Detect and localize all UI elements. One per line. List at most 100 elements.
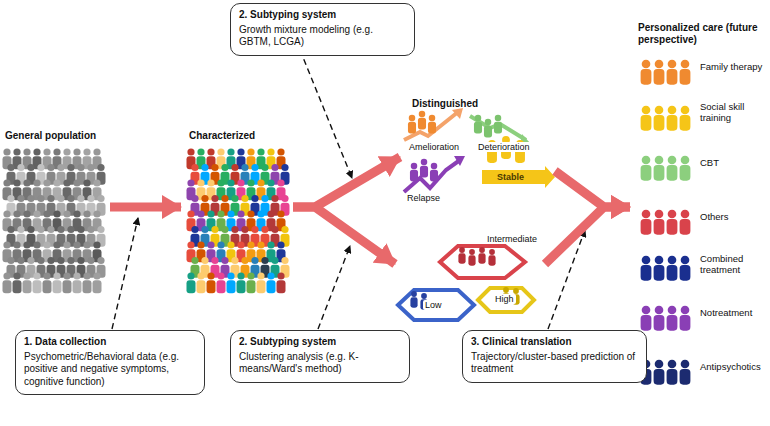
person-head [37,257,44,264]
person-head [187,148,194,155]
heading-text: 3. Clinical translation [471,336,638,349]
person-head [13,241,20,248]
person-head [57,164,64,171]
person-head [53,148,60,155]
person-head [421,159,427,165]
person-head [257,179,264,186]
person-head [281,226,288,233]
person-head [231,195,238,202]
person-head [281,164,288,171]
body-text: Trajectory/cluster-based prediction of t… [471,351,638,376]
person-head [187,241,194,248]
person-body [247,280,256,293]
person-body [654,115,665,131]
person-head [83,148,90,155]
person-head [431,163,437,169]
person-head [271,164,278,171]
person-head [241,164,248,171]
person-head [207,148,214,155]
heading-text: Characterized [189,130,255,142]
person-head [67,164,74,171]
person-body [458,253,465,263]
person-head [23,272,30,279]
person-body [494,122,502,134]
person-body [33,280,42,293]
person-head [681,360,690,369]
person-head [33,241,40,248]
person-head [485,119,491,125]
person-head [3,272,10,279]
person-head [681,106,690,115]
person-head [7,257,14,264]
flow-arrow [293,207,395,264]
person-head [17,195,24,202]
person-head [93,210,100,217]
person-head [231,164,238,171]
person-head [281,195,288,202]
person-head [655,256,664,265]
crowd-figures [3,148,290,293]
person-head [655,156,664,165]
person-body [641,115,652,131]
person-head [489,249,495,255]
dashed-arrow [112,218,138,329]
person-body [680,265,691,281]
body-text: Psychometric/Behavioral data (e.g. posit… [24,351,196,389]
person-head [241,257,248,264]
person-body [420,166,428,178]
body-text: Clustering analysis (e.g. K-means/Ward's… [239,351,401,376]
person-body [654,165,665,181]
person-body [237,280,246,293]
person-head [495,115,501,121]
person-head [277,272,284,279]
person-body [654,219,665,235]
person-head [411,291,417,297]
flow-arrow [293,157,400,207]
person-head [257,241,264,248]
person-head [267,179,274,186]
person-body [667,219,678,235]
person-head [247,272,254,279]
person-head [201,195,208,202]
body-text: Family therapy [700,62,766,73]
relapse-arrow [404,160,460,192]
person-head [261,164,268,171]
person-head [237,272,244,279]
person-head [33,272,40,279]
person-head [251,195,258,202]
person-head [668,256,677,265]
person-head [73,148,80,155]
person-head [191,164,198,171]
body-text: Amelioration [407,142,461,152]
person-head [93,148,100,155]
person-head [668,106,677,115]
person-body [641,219,652,235]
person-head [668,156,677,165]
person-head [479,247,485,253]
person-body [641,265,652,281]
person-head [655,106,664,115]
person-body [217,280,226,293]
heading-text: Personalized care (future perspective) [638,22,766,45]
person-head [655,60,664,69]
dashed-arrows [112,50,585,329]
person-body [680,69,691,85]
person-head [459,247,465,253]
person-head [201,226,208,233]
person-head [271,226,278,233]
person-head [7,226,14,233]
person-head [681,60,690,69]
person-head [247,210,254,217]
trajectory-figures [404,108,555,192]
person-head [87,226,94,233]
person-head [411,163,417,169]
person-body [667,115,678,131]
person-head [237,241,244,248]
heading-text: Intermediate [485,234,539,244]
person-head [191,226,198,233]
figure-group: DistinguishedAmeliorationDeteriorationRe… [400,95,555,210]
person-body [680,369,691,385]
person-head [3,210,10,217]
person-head [217,241,224,248]
